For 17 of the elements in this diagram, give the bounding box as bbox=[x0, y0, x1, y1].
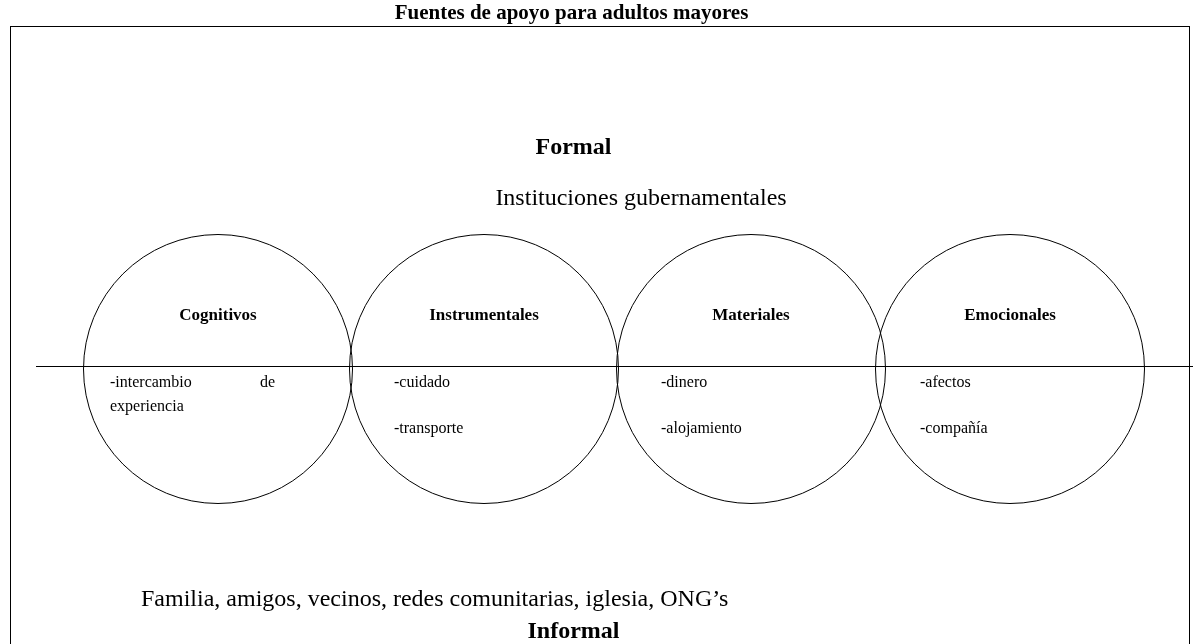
list-item: -transporte bbox=[394, 418, 465, 439]
list-item: -dinero bbox=[661, 372, 709, 392]
category-heading: Informal bbox=[526, 617, 621, 644]
source-text: Familia, amigos, vecinos, redes comunitarias, iglesia, ONG’s bbox=[141, 585, 729, 612]
circle-heading: Materiales bbox=[711, 305, 791, 325]
category-heading: Formal bbox=[534, 133, 613, 160]
list-item: -intercambio de experiencia bbox=[110, 372, 275, 417]
list-item: -afectos bbox=[920, 372, 972, 392]
diagram-title: Fuentes de apoyo para adultos mayores bbox=[393, 0, 750, 25]
list-item: -cuidado bbox=[394, 372, 451, 392]
circle-heading: Cognitivos bbox=[178, 305, 258, 325]
list-item: -alojamiento bbox=[661, 418, 743, 439]
source-text: Instituciones gubernamentales bbox=[494, 184, 788, 211]
list-item: -compañía bbox=[920, 418, 989, 439]
frame-box bbox=[10, 26, 1190, 644]
circle-heading: Emocionales bbox=[963, 305, 1057, 325]
circle-heading: Instrumentales bbox=[428, 305, 540, 325]
